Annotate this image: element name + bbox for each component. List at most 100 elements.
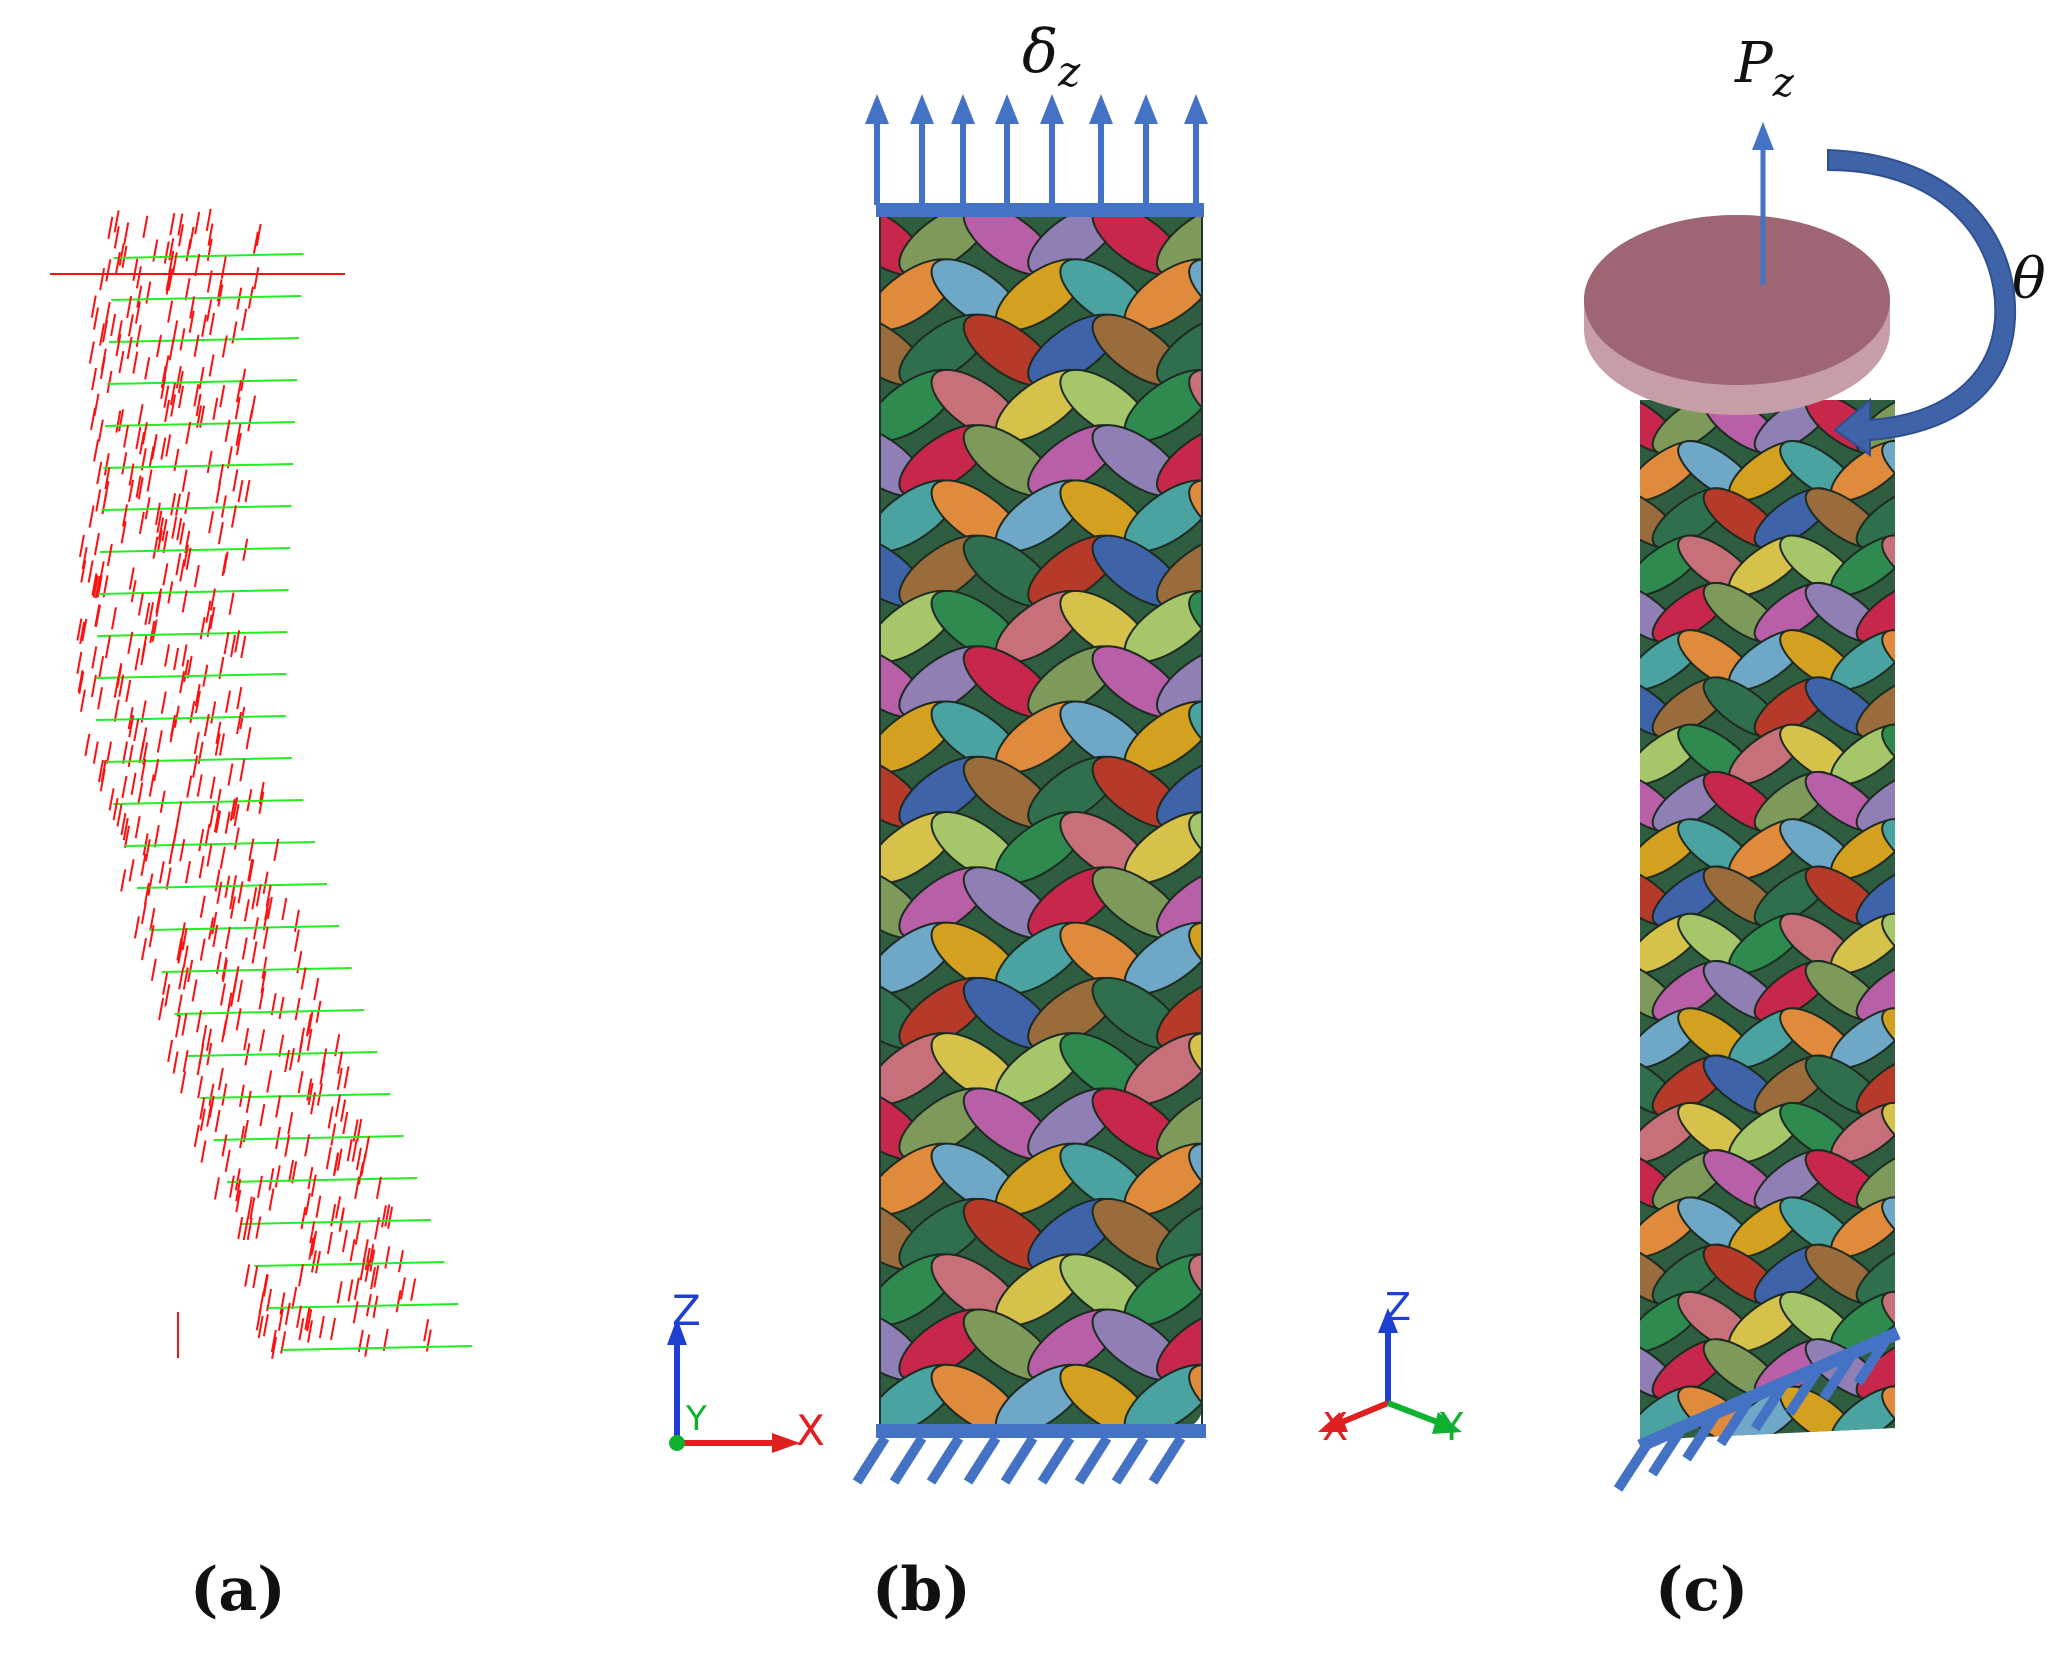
support-hatch-line — [926, 1435, 964, 1485]
displacement-vector — [133, 916, 140, 939]
displacement-vector — [255, 223, 262, 247]
displacement-vector — [364, 1334, 371, 1357]
displacement-arrow-head — [951, 94, 975, 124]
displacement-vector — [198, 366, 205, 390]
displacement-vector — [95, 489, 102, 512]
displacement-vector — [262, 926, 269, 950]
braid-yarn — [1881, 1290, 1895, 1353]
braid-yarn — [1155, 976, 1202, 1051]
support-hatch-line — [889, 1435, 927, 1485]
support-hatch-line — [1785, 1364, 1824, 1417]
displacement-vector — [208, 1083, 215, 1106]
displacement-vector — [158, 997, 165, 1021]
displacement-vector — [307, 1082, 314, 1106]
triad-c-z-label: Z — [1385, 1285, 1411, 1329]
displacement-vector — [273, 838, 280, 862]
displacement-vector — [271, 1336, 278, 1359]
displacement-vector — [175, 1015, 182, 1038]
displacement-vector — [159, 790, 166, 813]
displacement-vector — [216, 881, 223, 905]
displacement-vector — [359, 1257, 366, 1281]
displacement-vector — [217, 284, 224, 307]
displacement-vector — [308, 1237, 315, 1260]
displacement-vector — [194, 690, 201, 714]
displacement-vector — [214, 1109, 221, 1133]
displacement-vector — [76, 651, 83, 674]
displacement-vector — [336, 1148, 343, 1171]
displacement-vector — [168, 337, 175, 361]
displacement-vector — [369, 1249, 376, 1272]
displacement-vector — [99, 769, 106, 792]
displacement-vector — [235, 1189, 242, 1213]
displacement-label: δz — [1022, 17, 1081, 96]
displacement-vector — [154, 502, 161, 526]
displacement-vector — [181, 644, 188, 667]
panel-c-braided-rope: Pz θ — [1584, 31, 2046, 1492]
braid-yarn — [1881, 534, 1895, 597]
displacement-vector — [175, 366, 182, 389]
displacement-vector — [178, 224, 184, 247]
displacement-vector — [140, 853, 147, 877]
displacement-vector — [97, 419, 104, 442]
displacement-vector — [194, 211, 201, 235]
displacement-vector — [91, 646, 98, 669]
displacement-vector — [179, 522, 186, 545]
normal-vector — [161, 967, 352, 973]
displacement-vector — [135, 266, 142, 289]
normal-vector — [111, 295, 302, 301]
displacement-vector — [97, 759, 104, 783]
displacement-vector — [354, 1222, 361, 1245]
braid-yarn — [1188, 811, 1202, 885]
displacement-vector — [213, 1177, 220, 1200]
displacement-vector — [270, 1329, 277, 1353]
displacement-vector — [184, 491, 191, 515]
braid-yarn — [1155, 866, 1202, 940]
braid-yarn — [1881, 1007, 1895, 1070]
normal-vector — [282, 1345, 473, 1351]
displacement-arrow-head — [1040, 94, 1064, 124]
displacement-vector — [80, 560, 87, 583]
support-hatch-line — [1853, 1334, 1893, 1386]
displacement-vector — [233, 803, 240, 827]
displacement-vector — [212, 924, 219, 948]
displacement-vector — [221, 1083, 228, 1106]
displacement-vector — [179, 838, 186, 862]
displacement-vector — [177, 941, 184, 964]
displacement-vector — [335, 1196, 342, 1219]
displacement-vector — [196, 1010, 203, 1033]
displacement-vector — [306, 1028, 313, 1052]
support-hatch-c — [1613, 1334, 1893, 1492]
displacement-vector — [193, 1124, 200, 1147]
displacement-vector — [191, 979, 198, 1002]
displacement-vector — [143, 882, 150, 906]
triad-c-x-axis — [1333, 1400, 1390, 1428]
displacement-vector — [199, 1097, 206, 1120]
displacement-vector — [120, 521, 127, 544]
displacement-vector — [220, 256, 227, 279]
displacement-vector — [266, 896, 273, 920]
displacement-vector — [200, 1140, 207, 1163]
normal-vector — [97, 631, 288, 637]
displacement-vector — [340, 1099, 347, 1122]
displacement-vector — [266, 1070, 273, 1093]
displacement-vector — [158, 517, 165, 540]
displacement-vector — [235, 1008, 242, 1031]
normal-vector — [95, 715, 286, 721]
displacement-vector — [206, 844, 213, 867]
displacement-vector — [127, 314, 134, 337]
displacement-vector — [232, 797, 239, 820]
displacement-vector — [171, 516, 178, 539]
displacement-vector — [195, 393, 202, 417]
displacement-vector — [206, 238, 213, 261]
displacement-vector — [122, 741, 129, 764]
displacement-vector — [79, 689, 86, 712]
triad-c-x-head — [1318, 1412, 1348, 1432]
fixed-support-b — [876, 1424, 1206, 1438]
displacement-vector — [90, 674, 97, 698]
normal-vector — [113, 253, 304, 259]
displacement-vector — [234, 397, 241, 420]
displacement-vector — [138, 511, 145, 534]
displacement-vector — [280, 1331, 287, 1354]
displacement-vector — [169, 212, 176, 236]
displacement-vector — [284, 1134, 291, 1157]
